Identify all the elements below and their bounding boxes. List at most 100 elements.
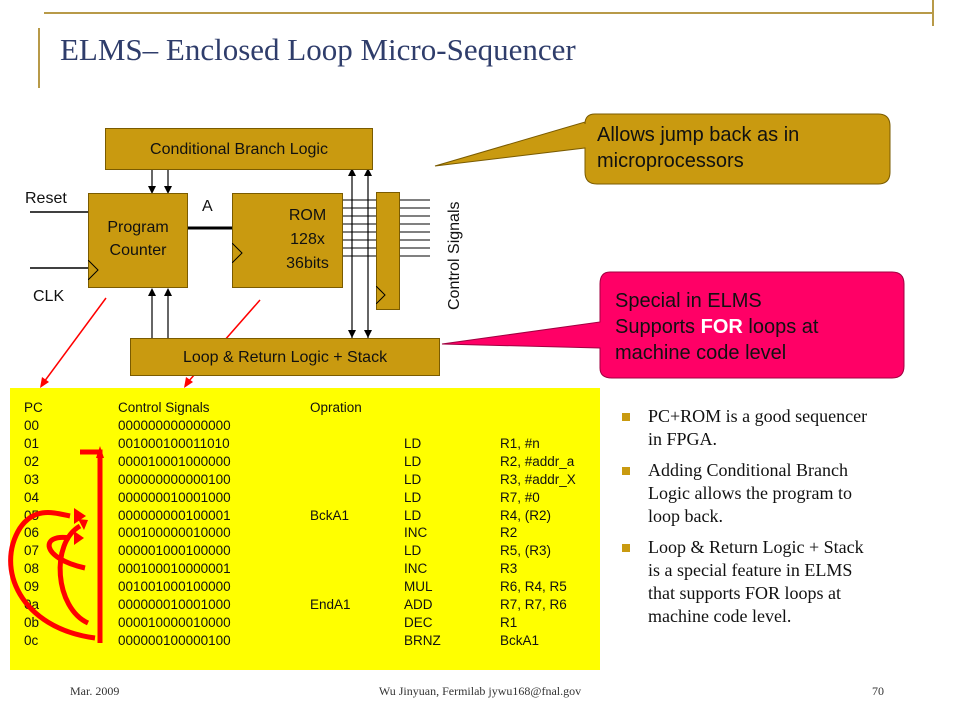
code-cell-args: R3, #addr_X xyxy=(500,471,576,487)
code-cell-op: BRNZ xyxy=(404,632,441,648)
code-row: 0b 000010000010000 DEC R1 xyxy=(10,615,600,632)
bullet-3-line4: machine code level. xyxy=(648,606,792,626)
code-cell-ctrl: 000000000000000 xyxy=(118,418,231,433)
footer-page-number: 70 xyxy=(872,684,884,698)
code-cell-args: R1, #n xyxy=(500,435,540,451)
rom-clock-triangle-icon xyxy=(232,243,243,263)
code-cell-ctrl: 000000000000100 xyxy=(118,471,231,487)
loop-arrows xyxy=(8,446,104,643)
code-cell-args: R2 xyxy=(500,525,518,541)
code-cell-op: INC xyxy=(404,525,428,541)
slide-title: ELMS– Enclosed Loop Micro-Sequencer xyxy=(60,32,576,67)
special-callout-line2a: Supports xyxy=(615,316,701,338)
bullet-1-line2: in FPGA. xyxy=(648,429,718,449)
code-cell-args: R7, #0 xyxy=(500,489,540,505)
code-cell-ctrl: 001000100011010 xyxy=(118,435,230,451)
code-cell-ctrl: 000000010001000 xyxy=(118,597,231,612)
code-cell-pc: 07 xyxy=(24,543,40,559)
code-cell-pc: 08 xyxy=(24,561,40,577)
code-cell-pc: 0c xyxy=(24,632,39,648)
bullet-3-line3: that supports FOR loops at xyxy=(648,583,842,603)
code-cell-op: LD xyxy=(404,489,422,505)
code-cell-op: DEC xyxy=(404,614,433,630)
pc-clock-triangle-icon xyxy=(88,260,99,280)
bullet-square-icon xyxy=(622,413,630,421)
code-cell-op: LD xyxy=(404,507,422,523)
header-operation: Opration xyxy=(310,400,362,415)
bullet-square-icon xyxy=(622,467,630,475)
code-cell-pc: 06 xyxy=(24,525,40,541)
code-cell-ctrl: 001001000100000 xyxy=(118,579,231,595)
conditional-branch-logic-box: Conditional Branch Logic xyxy=(105,128,373,170)
code-cell-pc: 03 xyxy=(24,471,40,487)
special-callout-line2b: loops at xyxy=(742,316,819,338)
special-callout-text: Special in ELMS Supports FOR loops at ma… xyxy=(615,288,818,366)
rom-line1: ROM xyxy=(288,207,327,224)
bullet-2-line3: loop back. xyxy=(648,506,723,526)
clk-label: CLK xyxy=(33,288,65,305)
bullet-item: Adding Conditional Branch Logic allows t… xyxy=(622,459,942,528)
code-cell-pc: 09 xyxy=(24,579,40,595)
code-cell-args: R2, #addr_a xyxy=(500,453,575,469)
code-cell-op: LD xyxy=(404,435,422,451)
special-callout-line1: Special in ELMS xyxy=(615,290,762,312)
code-cell-args: R5, (R3) xyxy=(500,543,552,559)
code-cell-ctrl: 000000010001000 xyxy=(118,489,231,505)
code-cell-op: INC xyxy=(404,561,428,577)
bullet-1-line1: PC+ROM is a good sequencer xyxy=(648,406,868,426)
code-cell-ctrl: 000000100000100 xyxy=(118,632,231,648)
jump-callout-text: Allows jump back as in microprocessors xyxy=(597,122,799,174)
code-cell-pc: 00 xyxy=(24,418,40,433)
title-rule xyxy=(38,28,40,88)
code-cell-op: MUL xyxy=(404,579,433,595)
header-pc: PC xyxy=(24,400,43,415)
code-row: 06 000100000010000 INC R2 xyxy=(10,525,600,542)
footer-author: Wu Jinyuan, Fermilab jywu168@fnal.gov xyxy=(378,684,582,698)
code-table-header: PC Control Signals Opration xyxy=(10,400,600,417)
jump-callout-line2: microprocessors xyxy=(597,150,744,172)
footer-date: Mar. 2009 xyxy=(70,684,120,698)
program-counter-box: Program Counter xyxy=(88,193,188,288)
code-cell-ctrl: 000100000010000 xyxy=(118,525,231,541)
bullet-list: PC+ROM is a good sequencer in FPGA. Addi… xyxy=(622,405,942,636)
code-cell-label: EndA1 xyxy=(310,597,351,612)
for-highlight: FOR xyxy=(700,316,743,338)
bullet-2-line1: Adding Conditional Branch xyxy=(648,460,848,480)
code-row: 03 000000000000100 LD R3, #addr_X xyxy=(10,472,600,489)
code-cell-args: R3 xyxy=(500,561,518,577)
code-cell-op: LD xyxy=(404,543,422,559)
code-cell-pc: 0b xyxy=(24,614,40,630)
program-counter-line1: Program xyxy=(107,219,169,236)
code-cell-pc: 02 xyxy=(24,453,40,469)
code-row: 0c 000000100000100 BRNZ BckA1 xyxy=(10,633,600,650)
code-cell-op: LD xyxy=(404,453,422,469)
code-cell-args: BckA1 xyxy=(500,632,540,648)
bullet-2-line2: Logic allows the program to xyxy=(648,483,852,503)
code-row: 01 001000100011010 LD R1, #n xyxy=(10,436,600,453)
code-cell-ctrl: 000010000010000 xyxy=(118,614,231,630)
code-cell-op: LD xyxy=(404,471,422,487)
callout-shapes xyxy=(434,113,905,379)
rom-line2: 128x xyxy=(290,231,325,248)
rom-box: ROM 128x 36bits xyxy=(232,193,343,288)
bullet-item: Loop & Return Logic + Stack is a special… xyxy=(622,536,942,628)
header-control-signals: Control Signals xyxy=(118,400,210,415)
loop-return-logic-box: Loop & Return Logic + Stack xyxy=(130,338,440,376)
rom-line3: 36bits xyxy=(286,255,329,272)
code-cell-op: ADD xyxy=(404,597,433,612)
bullet-square-icon xyxy=(622,544,630,552)
bullet-3-line1: Loop & Return Logic + Stack xyxy=(648,537,864,557)
code-cell-args: R4, (R2) xyxy=(500,507,552,523)
special-callout-line3: machine code level xyxy=(615,342,787,364)
register-clock-triangle-icon xyxy=(376,286,386,304)
code-cell-pc: 01 xyxy=(24,435,40,451)
code-cell-args: R1 xyxy=(500,614,518,630)
code-cell-ctrl: 000100010000001 xyxy=(118,561,231,577)
code-cell-ctrl: 000000000100001 xyxy=(118,507,231,523)
